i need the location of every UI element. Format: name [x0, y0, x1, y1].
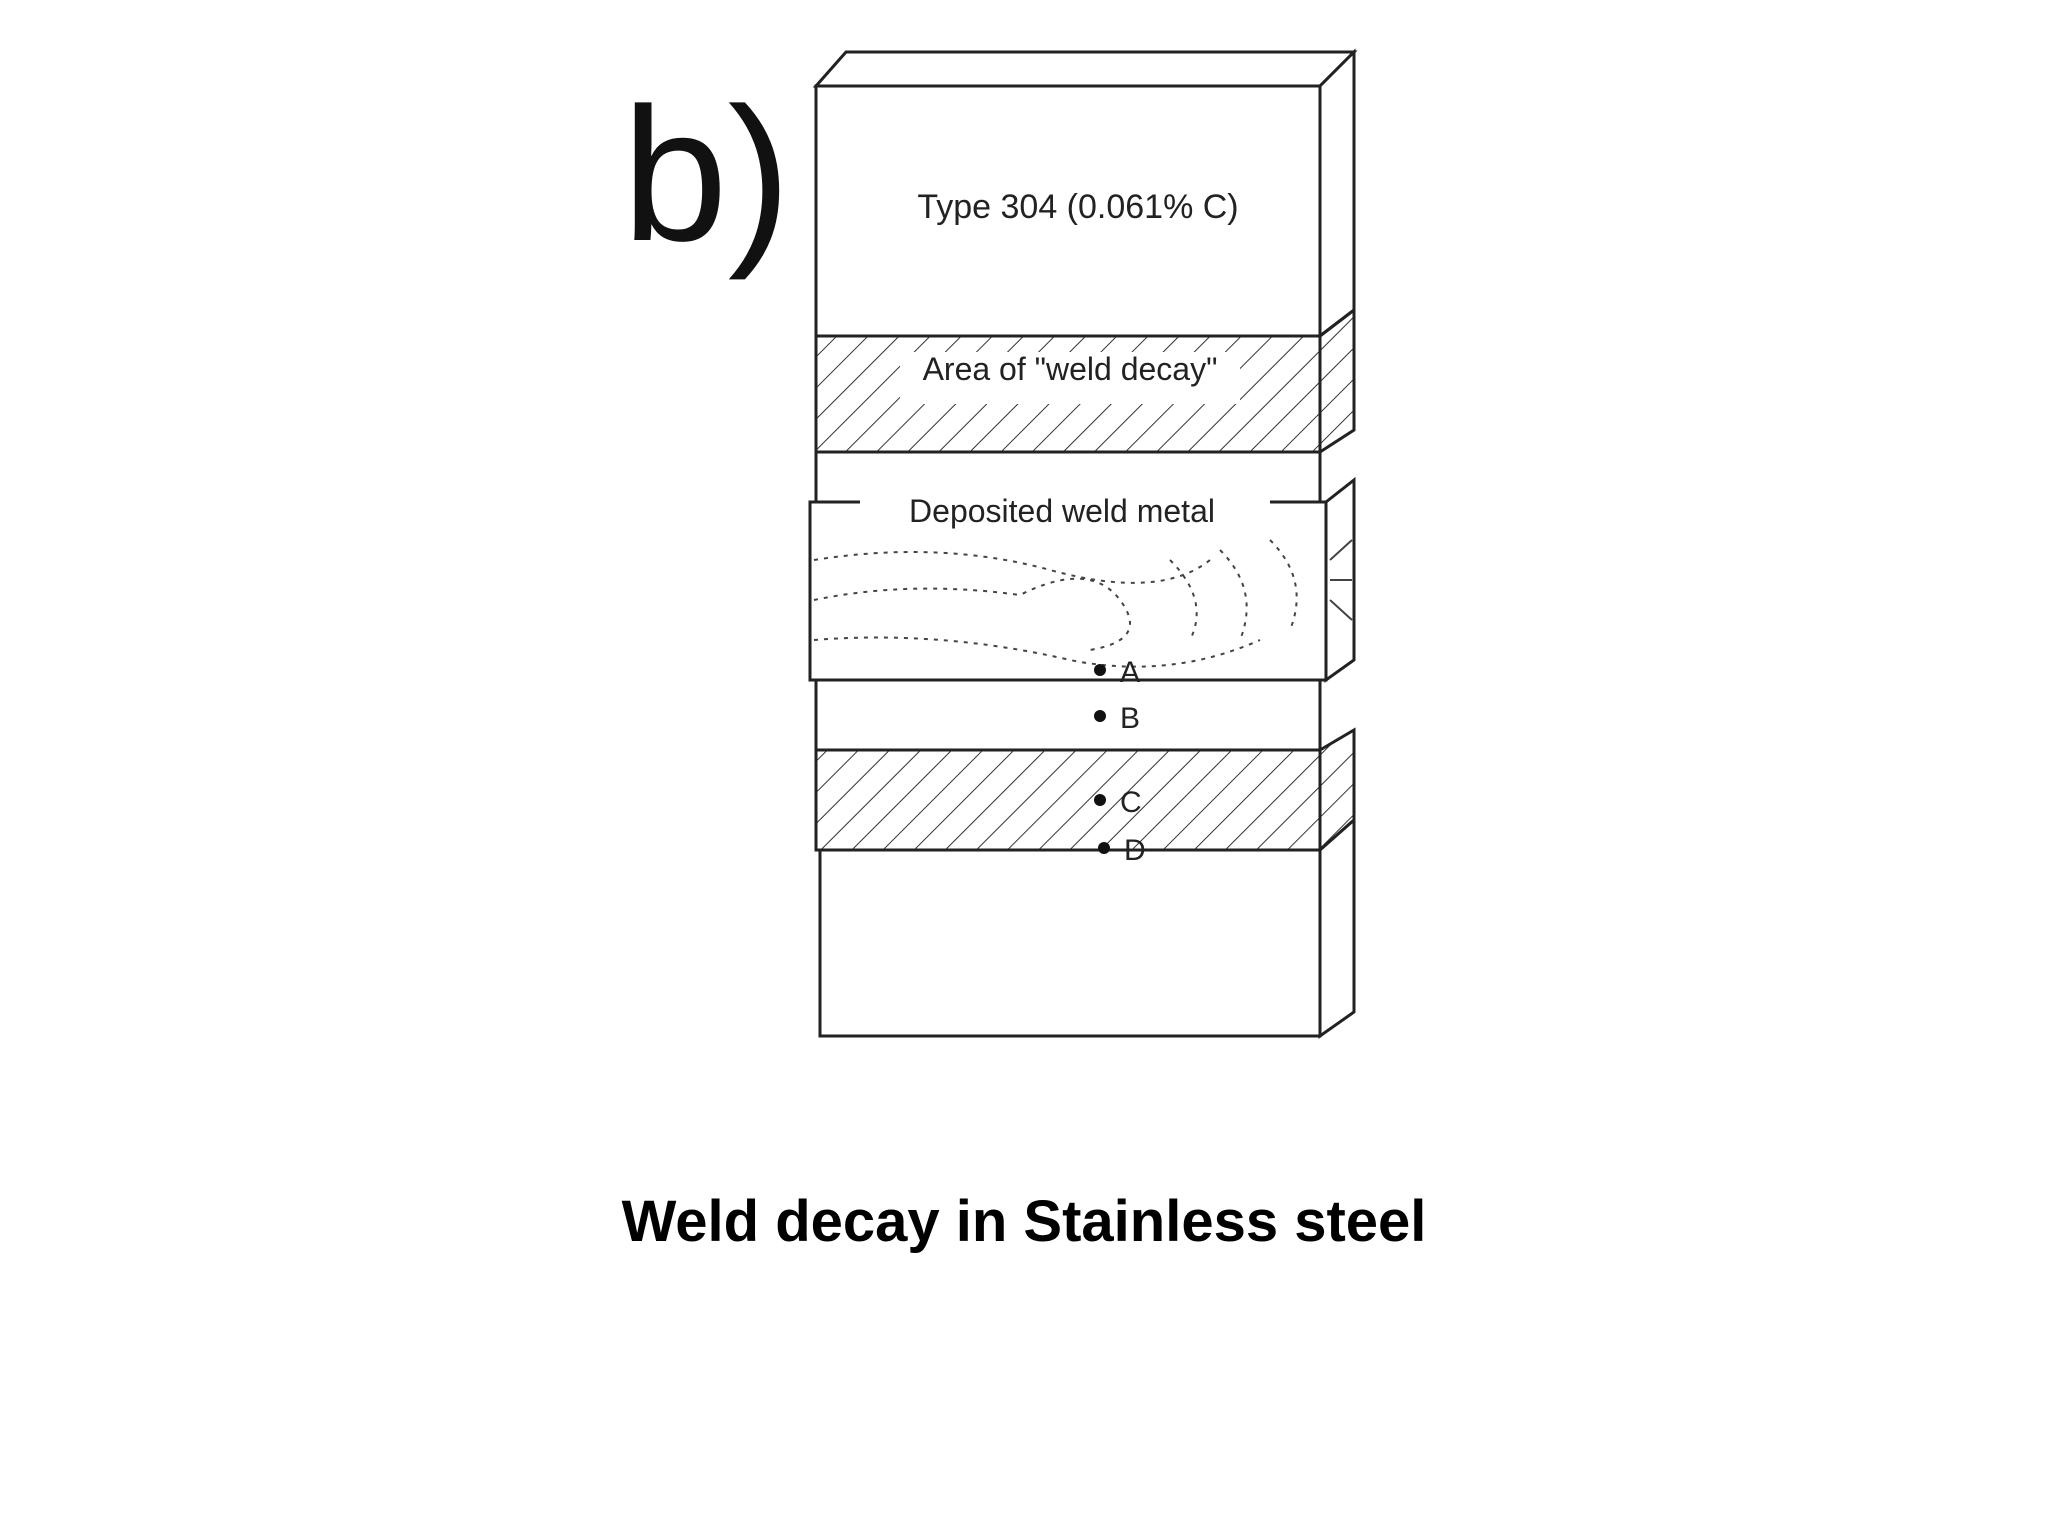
decay-zone-label: Area of "weld decay" [923, 351, 1218, 387]
slide-caption: Weld decay in Stainless steel [621, 1189, 1427, 1254]
base-metal-label: Type 304 (0.061% C) [917, 188, 1238, 226]
svg-text:D: D [1124, 834, 1146, 867]
heat-affected-strip-lower [814, 678, 1322, 752]
weld-metal-zone [808, 476, 1356, 683]
point-c: C [1094, 786, 1142, 819]
panel-label: b) [622, 69, 791, 281]
base-metal-bottom [818, 816, 1356, 1039]
decay-zone-lower [814, 727, 1356, 854]
svg-text:C: C [1120, 786, 1142, 819]
point-a: A [1094, 656, 1140, 689]
weld-specimen-drawing: Type 304 (0.061% C) Area of "weld decay"… [808, 48, 1358, 1039]
point-d: D [1098, 834, 1146, 867]
point-b: B [1094, 702, 1140, 735]
base-metal-top [812, 48, 1358, 340]
weld-decay-diagram: Type 304 (0.061% C) Area of "weld decay"… [790, 40, 1410, 1050]
svg-text:A: A [1120, 656, 1140, 689]
weld-metal-label: Deposited weld metal [909, 493, 1215, 529]
svg-text:B: B [1120, 702, 1140, 735]
